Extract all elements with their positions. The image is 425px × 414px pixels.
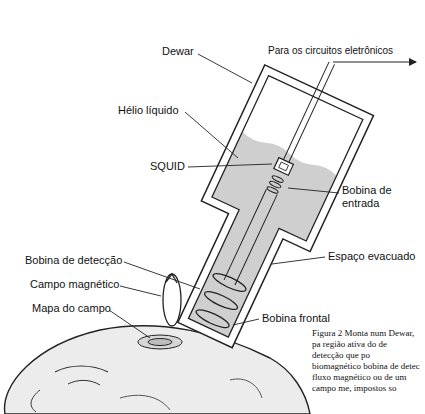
leader-line [109, 310, 150, 338]
field-map [138, 335, 182, 349]
field-map-inner [148, 339, 172, 346]
leader-line [120, 286, 161, 296]
wire [224, 189, 266, 280]
squid-ring [279, 162, 289, 171]
output-arrow [333, 61, 416, 62]
callout-label: Mapa do campo [32, 302, 111, 315]
wire [235, 194, 277, 285]
ear [230, 379, 262, 398]
leader-line [185, 112, 238, 158]
callout-label: Espaço evacuado [328, 250, 415, 263]
nose [31, 390, 40, 412]
callout-label: Campo magnético [30, 278, 119, 291]
head [5, 326, 310, 414]
front-coil [194, 307, 231, 331]
leader-line [233, 319, 259, 325]
callout-label: Bobina de entrada [342, 184, 420, 210]
callout-label: Dewar [162, 45, 194, 58]
cable [283, 62, 329, 160]
callout-label: Bobina de detecção [25, 254, 122, 267]
liquid-helium [161, 129, 337, 349]
field-loop [163, 274, 181, 326]
leader-line [188, 164, 272, 167]
dewar-inner [161, 76, 363, 350]
callout-label: SQUID [150, 160, 185, 173]
detection-coil [211, 270, 248, 294]
squid-chip [274, 158, 294, 176]
figure-caption: Figura 2 Monta num Dewar, pa região ativ… [312, 328, 420, 394]
eye [68, 380, 100, 385]
input-coil [271, 175, 284, 184]
eyebrow [55, 366, 108, 372]
callout-label: Hélio líquido [118, 104, 179, 117]
leader-line [288, 188, 339, 193]
face-shade [120, 395, 170, 410]
detection-coil [203, 288, 240, 312]
callout-label: Para os circuitos eletrônicos [268, 44, 393, 57]
leader-line [272, 257, 325, 264]
leader-line [124, 262, 200, 289]
callout-label: Bobina frontal [262, 312, 330, 325]
dewar-outer [151, 65, 374, 360]
cable [289, 64, 335, 162]
leader-line [198, 54, 252, 83]
